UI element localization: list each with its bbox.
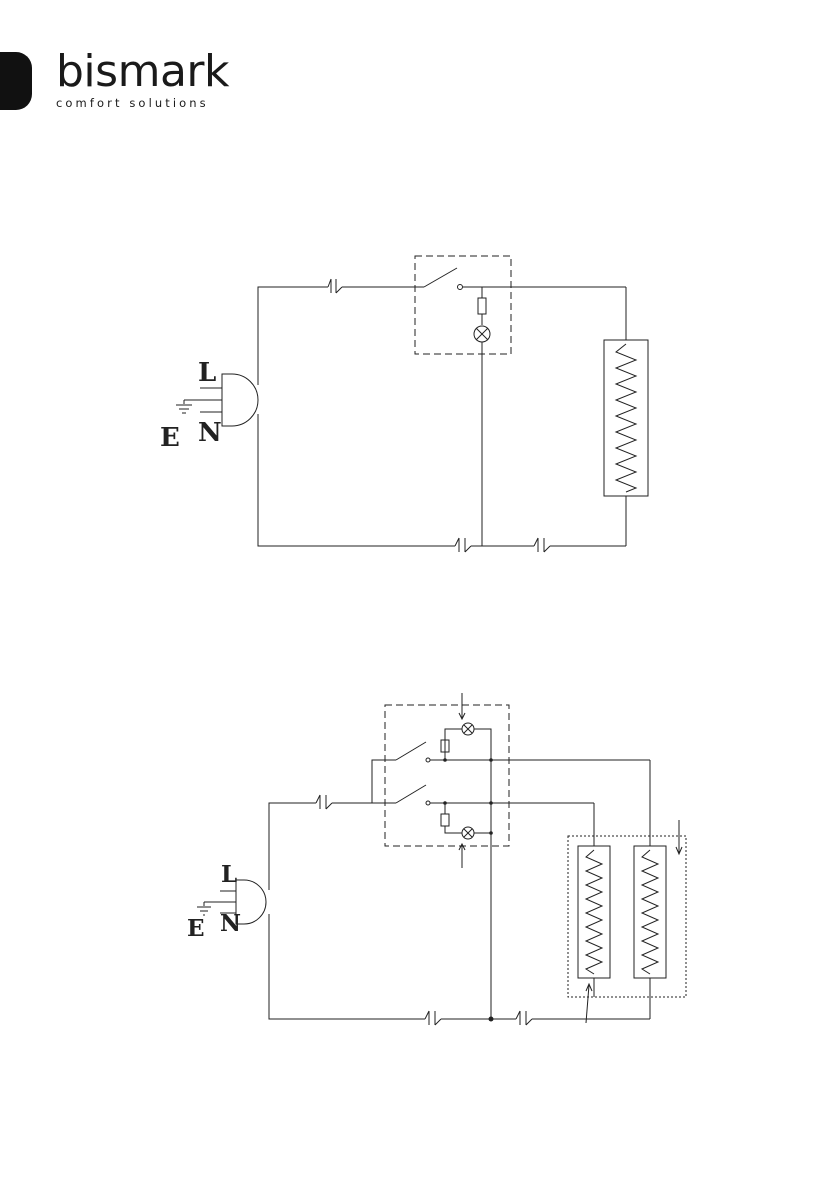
label-earth-1: E bbox=[160, 423, 180, 453]
label-neutral-1: N bbox=[198, 418, 222, 448]
thermal-cutout-2a bbox=[316, 795, 332, 809]
switch-box-2 bbox=[385, 705, 509, 846]
wiring-diagram-1: L N E bbox=[160, 256, 648, 552]
resistor-1 bbox=[478, 298, 486, 314]
wiring-diagram-2: L N E bbox=[187, 693, 686, 1025]
switch-contact-2b bbox=[396, 785, 426, 803]
resistor-2b bbox=[441, 814, 449, 826]
wire-live-2 bbox=[269, 803, 316, 890]
label-live-1: L bbox=[198, 358, 216, 388]
heating-element-1 bbox=[604, 340, 648, 496]
wire-neutral-2 bbox=[269, 914, 425, 1019]
switch-contact-2a bbox=[396, 742, 426, 760]
thermal-cutout-2b bbox=[425, 1011, 441, 1025]
indicator-lamp-2a bbox=[462, 723, 474, 735]
switch-contact-1 bbox=[424, 268, 457, 287]
indicator-lamp-1 bbox=[474, 326, 490, 342]
wire-neutral-1 bbox=[258, 414, 455, 546]
label-neutral-2: N bbox=[220, 910, 241, 937]
indicator-lamp-2b bbox=[462, 827, 474, 839]
switch-box-1 bbox=[415, 256, 511, 354]
heater-enclosure-2 bbox=[568, 836, 686, 997]
thermal-cutout-1a bbox=[328, 279, 342, 293]
thermal-cutout-1c bbox=[534, 538, 550, 552]
label-live-2: L bbox=[221, 861, 237, 888]
thermal-cutout-1b bbox=[455, 538, 471, 552]
thermal-cutout-2c bbox=[516, 1011, 532, 1025]
wire-live-1 bbox=[258, 287, 328, 385]
label-earth-2: E bbox=[187, 915, 205, 942]
